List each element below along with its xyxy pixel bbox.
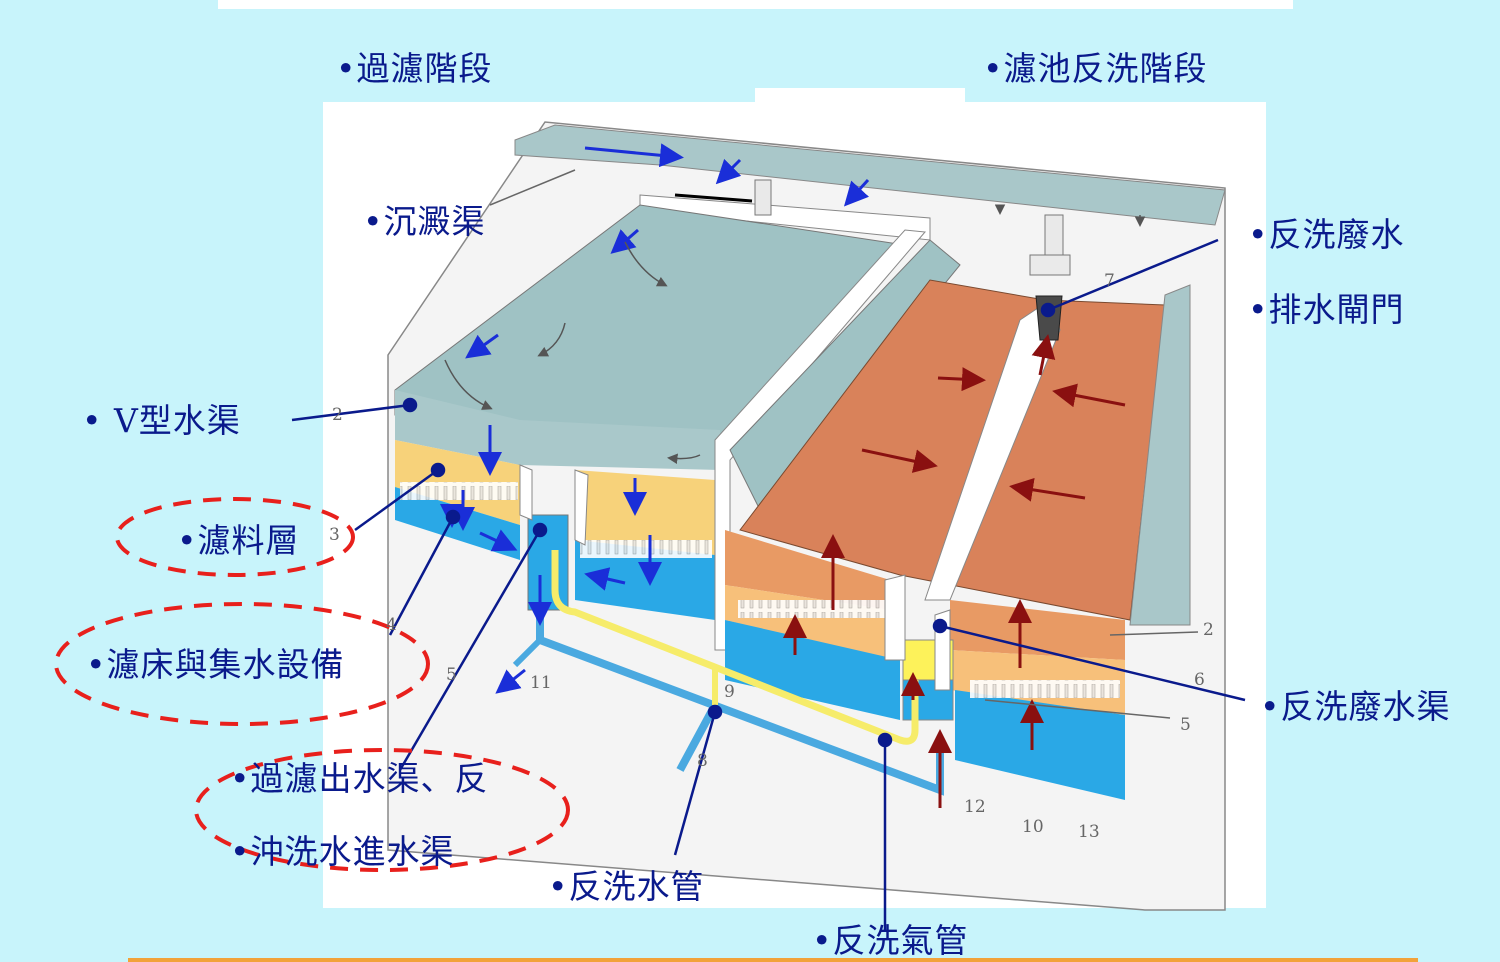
part-number: 5 [446, 665, 457, 685]
label-leaders [291, 238, 1246, 930]
highlight-ellipses [54, 497, 570, 872]
backwash-stage-label: •濾池反洗階段 [983, 49, 1208, 88]
part-number: 7 [1104, 271, 1115, 291]
part-number: 13 [1078, 822, 1100, 842]
filter-media-label: •濾料層 [177, 521, 300, 560]
bottom-strip [128, 958, 1418, 962]
divider-wall [714, 229, 927, 651]
part-number: 2 [332, 405, 343, 425]
filtration-flow-arrows [440, 143, 870, 694]
part-number: 9 [724, 682, 735, 702]
part-number: 5 [1180, 715, 1191, 735]
drain-gate [1035, 295, 1063, 341]
settling-channel-label: •沉澱渠 [363, 202, 486, 241]
part-number: 6 [1194, 670, 1205, 690]
filter-bed-label: •濾床與集水設備 [86, 645, 345, 684]
part-number: 3 [329, 525, 340, 545]
right-front-bed [725, 530, 890, 610]
outlet-channel-label-2: •沖洗水進水渠 [230, 832, 455, 871]
backwash-waste-channel-label: •反洗廢水渠 [1260, 687, 1451, 726]
backwash-air-pipe [551, 550, 919, 745]
drain-gate-label: •排水閘門 [1248, 290, 1405, 329]
part-number: 4 [386, 615, 397, 635]
settling-channel [514, 124, 1226, 226]
part-number: 12 [964, 797, 986, 817]
part-number: 10 [1022, 817, 1044, 837]
part-numbers: 2 3 4 5 7 9 8 11 2 6 5 12 10 13 [329, 271, 1214, 842]
part-number: 8 [697, 751, 708, 771]
top-strip [218, 0, 1293, 9]
backwash-waste-label: •反洗廢水 [1248, 215, 1405, 254]
backwash-pipe-label: •反洗水管 [548, 867, 705, 906]
backwash-flow-arrows [783, 334, 1126, 808]
v-channel-label: • V型水渠 [82, 401, 241, 440]
part-number: 11 [530, 673, 552, 693]
outlet-channel-label-1: •過濾出水渠、反 [230, 759, 489, 798]
part-number: 2 [1203, 620, 1214, 640]
backwash-air-label: •反洗氣管 [812, 921, 969, 960]
filtration-stage-label: •過濾階段 [336, 49, 493, 88]
